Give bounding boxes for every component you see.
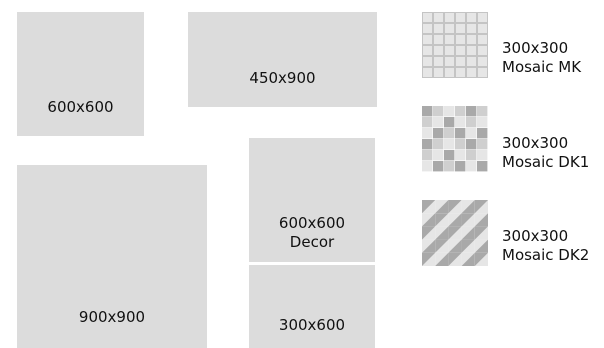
- tile-label: 450x900: [249, 69, 315, 88]
- tile-label: 300x600: [279, 316, 345, 335]
- tile-450x900: 450x900: [188, 12, 377, 107]
- tile-300x600: 300x600: [249, 265, 375, 348]
- tile-label: 600x600: [47, 98, 113, 117]
- tile-label: 900x900: [79, 308, 145, 327]
- tile-600x600: 600x600: [17, 12, 144, 136]
- checker-mosaic-icon: [422, 106, 488, 172]
- mosaic-label-dk1: 300x300 Mosaic DK1: [502, 134, 589, 172]
- mosaic-label-mk: 300x300 Mosaic MK: [502, 39, 581, 77]
- triangle-mosaic-icon: [422, 200, 488, 266]
- grid-mosaic-icon: [422, 12, 488, 78]
- tile-600x600-decor: 600x600 Decor: [249, 138, 375, 262]
- tile-label: 600x600 Decor: [279, 214, 345, 252]
- tile-900x900: 900x900: [17, 165, 207, 348]
- mosaic-label-dk2: 300x300 Mosaic DK2: [502, 227, 589, 265]
